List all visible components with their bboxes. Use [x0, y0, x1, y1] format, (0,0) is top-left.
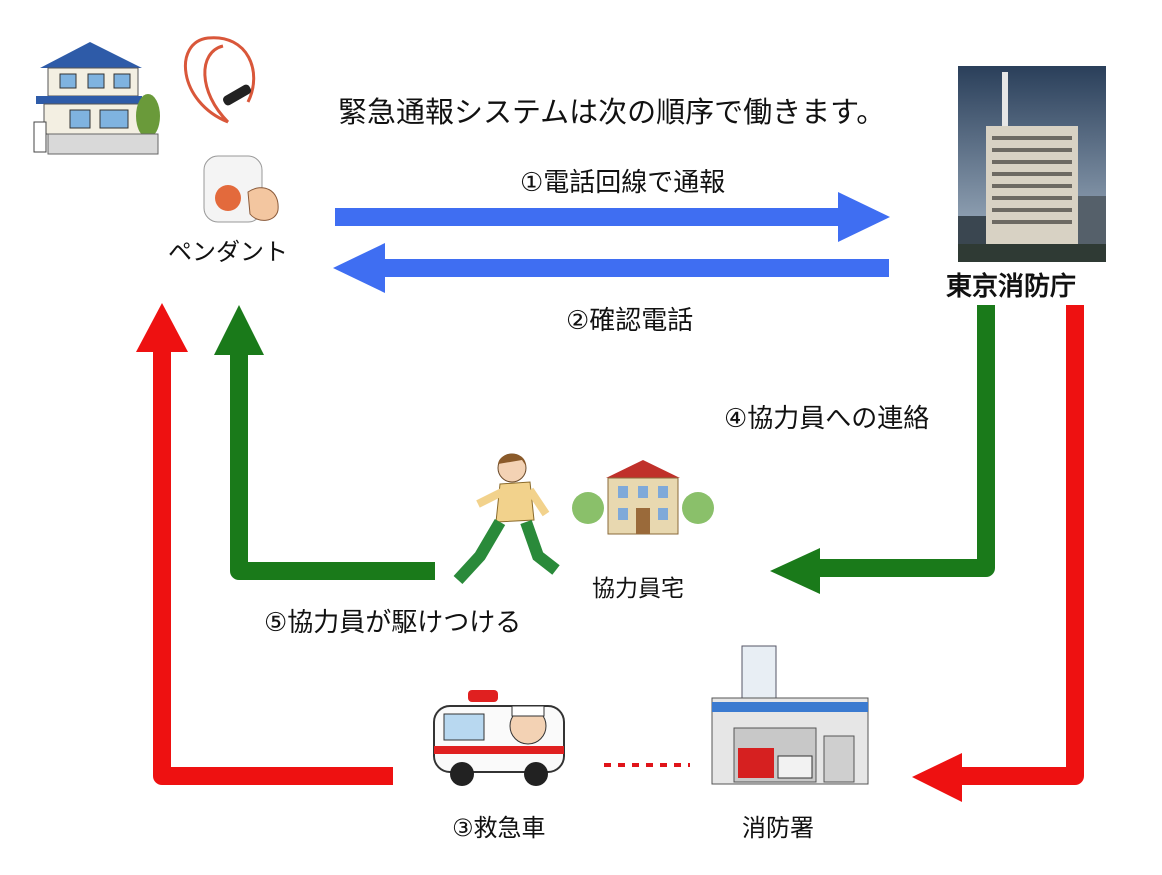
step5-label: ⑤協力員が駆けつける: [264, 608, 522, 638]
arrow-report: [335, 192, 890, 242]
fire-department-building-icon: [958, 66, 1106, 262]
house-icon: [33, 42, 160, 155]
helper-person-icon: [453, 453, 560, 585]
diagram-title: 緊急通報システムは次の順序で働きます。: [338, 95, 886, 129]
arrow-ambulance: [136, 303, 393, 785]
step1-label: ①電話回線で通報: [520, 168, 726, 198]
step4-label: ④協力員への連絡: [724, 404, 930, 434]
helper-home-label: 協力員宅: [592, 576, 684, 602]
ambulance-label: ③救急車: [452, 814, 546, 842]
arrow-contact-helper: [770, 305, 995, 594]
arrow-helper-rushes: [214, 305, 435, 580]
step2-label: ②確認電話: [566, 306, 694, 336]
arrow-confirm-call: [333, 243, 889, 293]
fire-station-icon: [711, 645, 869, 785]
arrow-dispatch: [912, 305, 1084, 802]
pendant-icon: [184, 36, 279, 223]
fire-department-label: 東京消防庁: [946, 272, 1077, 302]
pendant-label: ペンダント: [168, 238, 288, 266]
helper-home-icon: [572, 460, 714, 535]
fire-station-label: 消防署: [742, 814, 814, 842]
ambulance-icon: [433, 690, 565, 786]
